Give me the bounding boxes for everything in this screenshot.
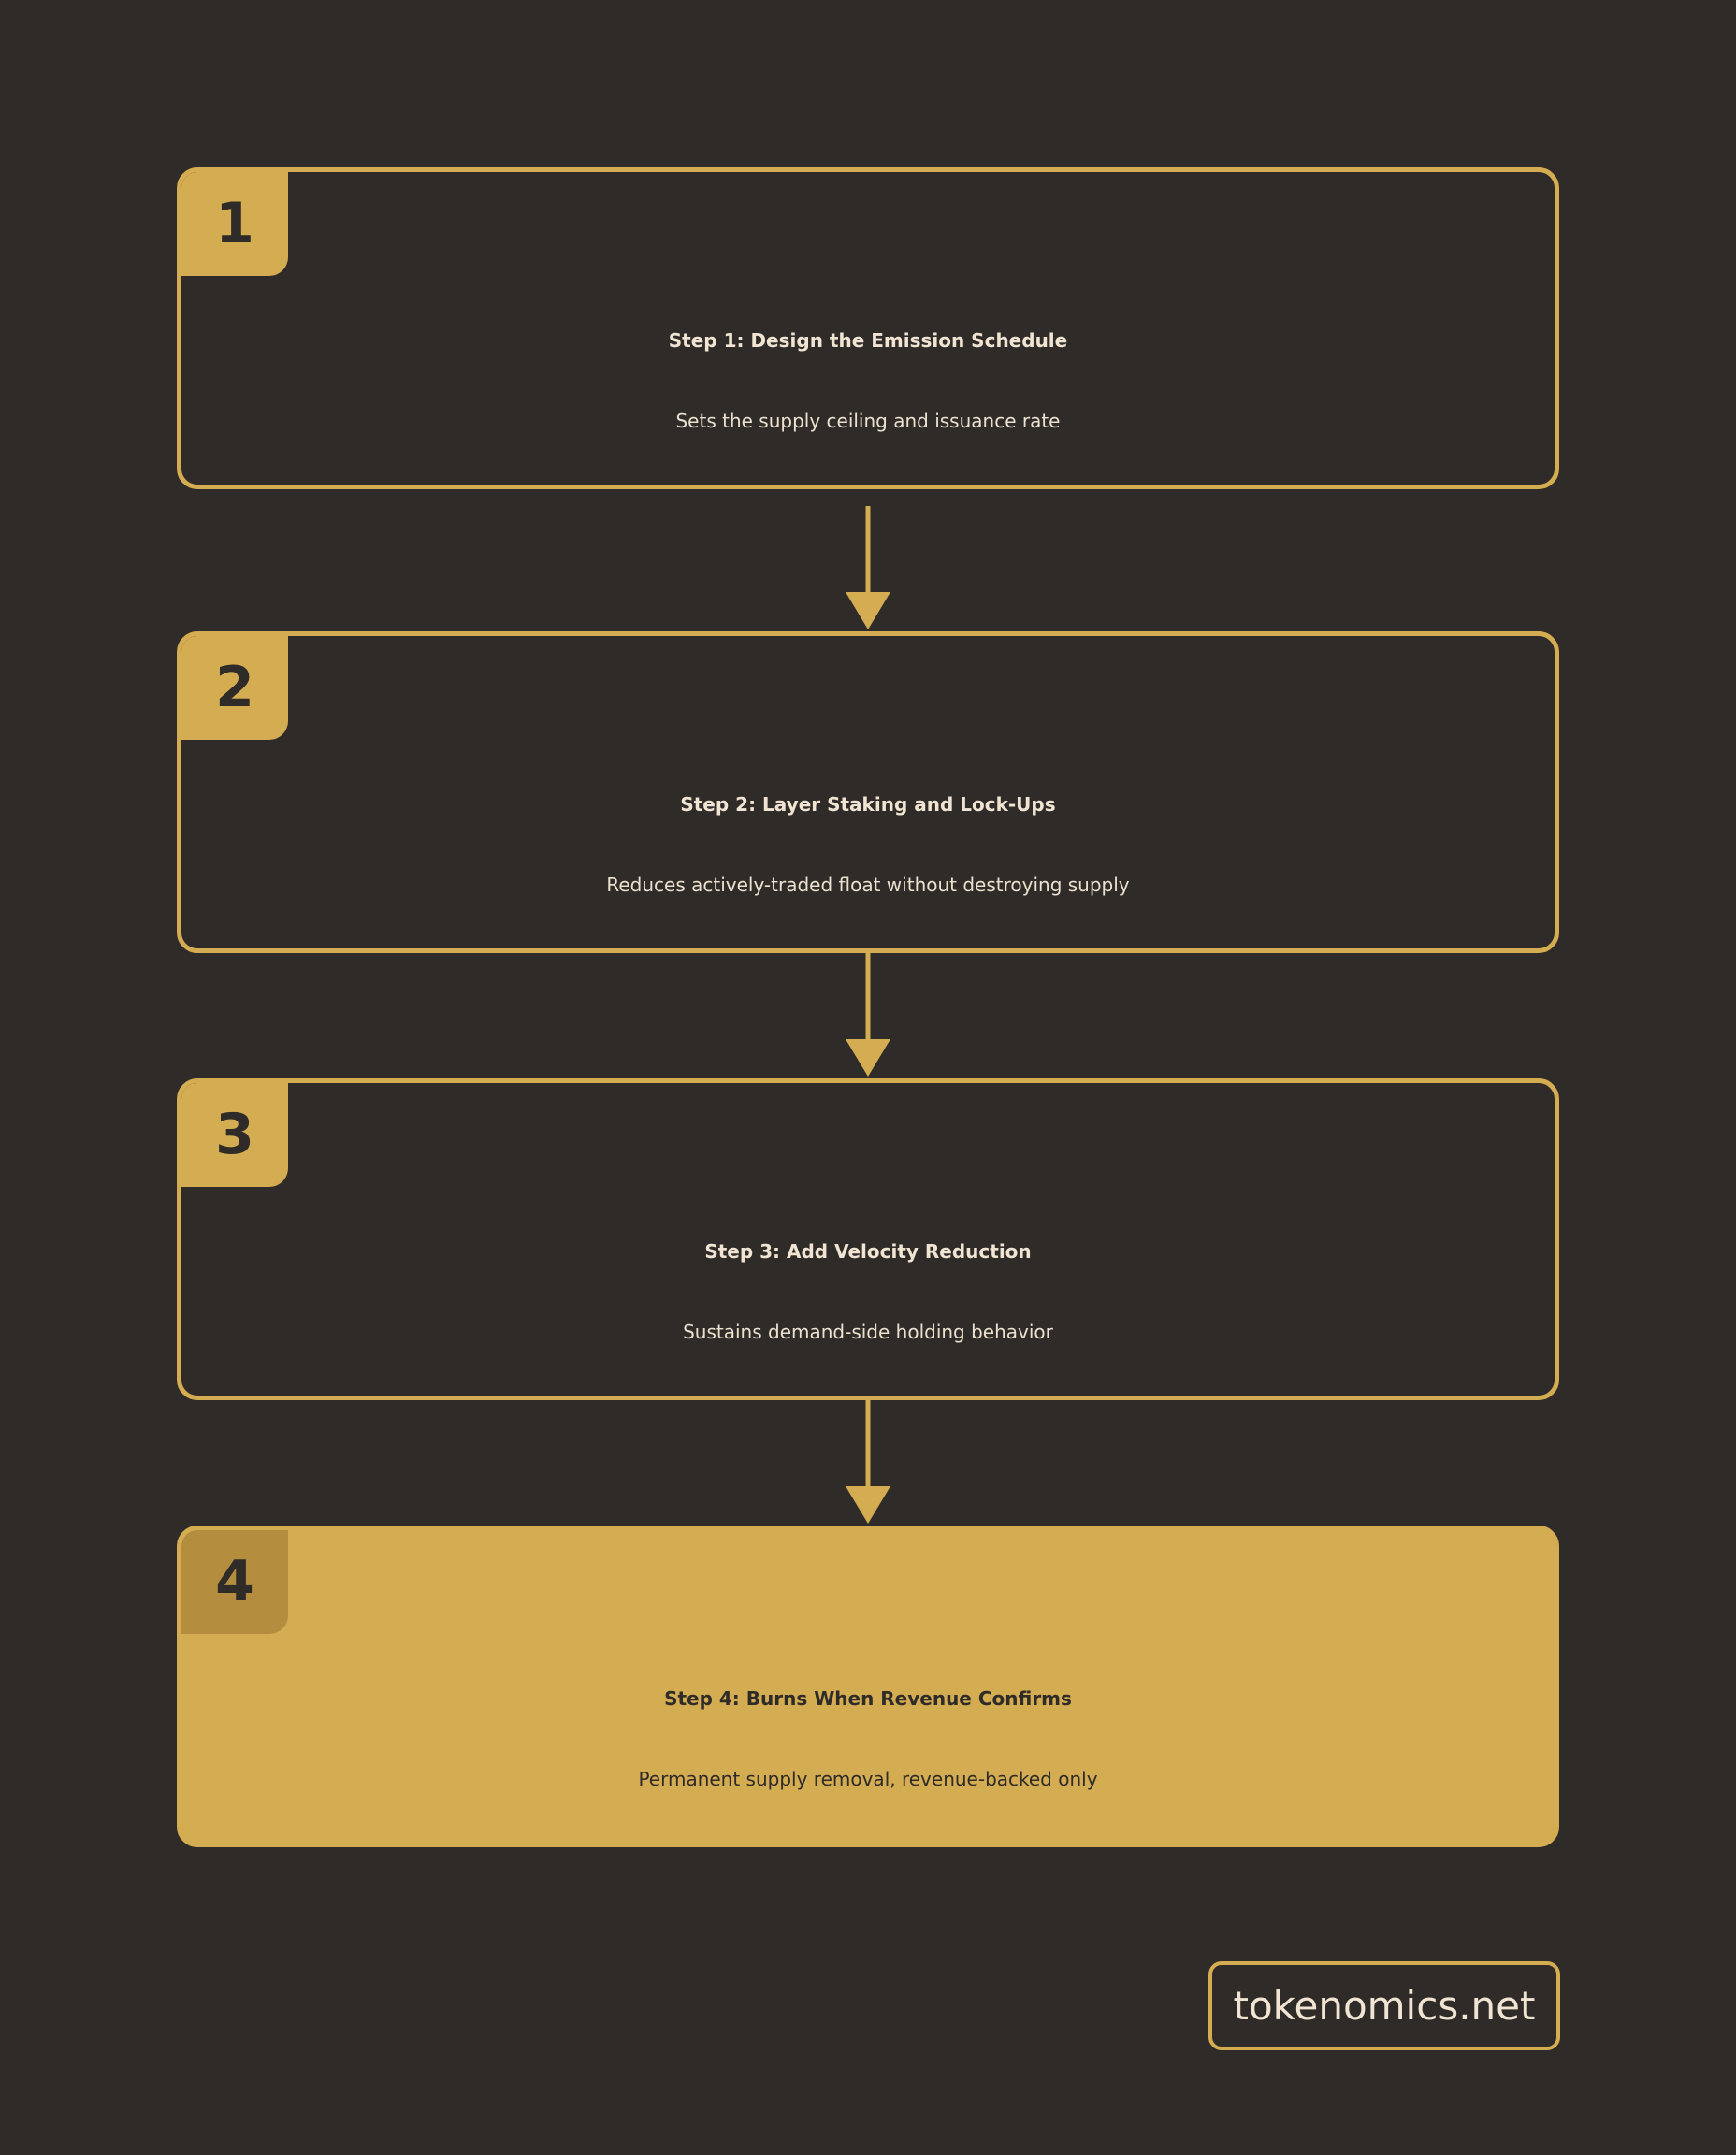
source-badge: tokenomics.net <box>1208 1961 1560 2050</box>
step-description-2: Reduces actively-traded float without de… <box>606 874 1130 896</box>
step-title-3: Step 3: Add Velocity Reduction <box>704 1240 1032 1263</box>
step-number-badge-3: 3 <box>181 1083 288 1187</box>
step-number-badge-2: 2 <box>181 636 288 740</box>
step-box-4: 4 Step 4: Burns When Revenue Confirms Pe… <box>177 1526 1559 1847</box>
arrow-down-icon-1 <box>846 506 890 629</box>
step-number-badge-1: 1 <box>181 172 288 276</box>
step-title-4: Step 4: Burns When Revenue Confirms <box>664 1687 1072 1710</box>
step-title-2: Step 2: Layer Staking and Lock-Ups <box>680 793 1056 816</box>
step-box-2: 2 Step 2: Layer Staking and Lock-Ups Red… <box>177 631 1559 953</box>
step-description-3: Sustains demand-side holding behavior <box>683 1321 1053 1343</box>
step-description-1: Sets the supply ceiling and issuance rat… <box>675 410 1061 432</box>
step-box-3: 3 Step 3: Add Velocity Reduction Sustain… <box>177 1078 1559 1400</box>
arrow-down-icon-2 <box>846 953 890 1077</box>
step-title-1: Step 1: Design the Emission Schedule <box>668 329 1068 352</box>
arrow-down-icon-3 <box>846 1400 890 1524</box>
step-number-badge-4: 4 <box>181 1530 288 1634</box>
step-description-4: Permanent supply removal, revenue-backed… <box>638 1768 1098 1790</box>
step-box-1: 1 Step 1: Design the Emission Schedule S… <box>177 167 1559 489</box>
